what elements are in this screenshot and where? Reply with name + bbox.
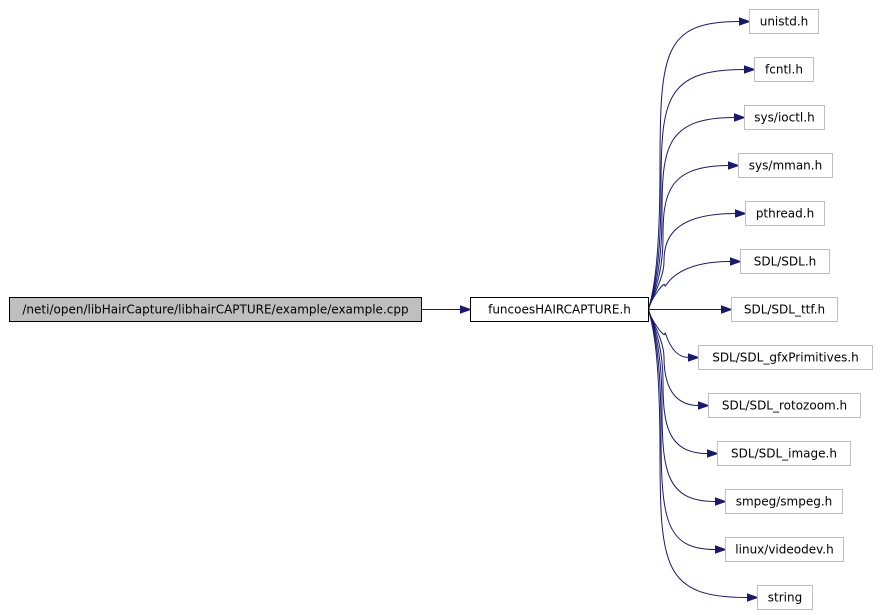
edge-main-to-linux-videodev-h-arrowhead bbox=[715, 545, 728, 554]
nodes-layer: /neti/open/libHairCapture/libhairCAPTURE… bbox=[9, 9, 873, 610]
include-node-sys-ioctl-h-box bbox=[744, 105, 825, 130]
main-header-node-box bbox=[470, 297, 649, 322]
include-node-sys-mman-h-label: sys/mman.h bbox=[749, 159, 822, 173]
main-header-node[interactable]: funcoesHAIRCAPTURE.h bbox=[470, 297, 649, 322]
main-header-node-label: funcoesHAIRCAPTURE.h bbox=[488, 303, 631, 317]
include-node-sdl-sdl-h-box bbox=[740, 249, 830, 274]
edge-root-to-main-arrowhead bbox=[460, 305, 473, 314]
include-node-fcntl-h[interactable]: fcntl.h bbox=[754, 57, 814, 82]
include-node-sdl-sdl-ttf-h-box bbox=[731, 297, 838, 322]
include-node-sdl-sdl-ttf-h[interactable]: SDL/SDL_ttf.h bbox=[731, 297, 838, 322]
include-node-sdl-sdl-rotozoom-h-label: SDL/SDL_rotozoom.h bbox=[722, 399, 847, 413]
edge-main-to-sdl-sdl-image-h bbox=[648, 309, 708, 454]
edge-main-to-pthread-h-arrowhead bbox=[735, 209, 748, 218]
include-node-pthread-h-label: pthread.h bbox=[756, 207, 814, 221]
include-node-fcntl-h-label: fcntl.h bbox=[765, 63, 803, 77]
edge-main-to-sys-mman-h bbox=[648, 165, 729, 310]
edge-main-to-sdl-sdl-h-arrowhead bbox=[730, 257, 743, 266]
include-node-smpeg-smpeg-h-label: smpeg/smpeg.h bbox=[736, 495, 833, 509]
root-file-node-label: /neti/open/libHairCapture/libhairCAPTURE… bbox=[22, 303, 408, 317]
include-node-sys-ioctl-h[interactable]: sys/ioctl.h bbox=[744, 105, 825, 130]
include-node-sdl-sdl-image-h-box bbox=[717, 441, 851, 466]
edge-main-to-string-arrowhead bbox=[747, 593, 760, 602]
edge-main-to-sdl-sdl-ttf-h-arrowhead bbox=[721, 305, 734, 314]
root-file-node[interactable]: /neti/open/libHairCapture/libhairCAPTURE… bbox=[9, 297, 422, 322]
include-node-string-box bbox=[757, 585, 813, 610]
include-node-sdl-sdl-rotozoom-h[interactable]: SDL/SDL_rotozoom.h bbox=[708, 393, 861, 418]
edge-main-to-fcntl-h bbox=[648, 69, 745, 310]
edge-main-to-smpeg-smpeg-h-arrowhead bbox=[715, 497, 728, 506]
include-node-smpeg-smpeg-h-box bbox=[725, 489, 843, 514]
include-node-pthread-h[interactable]: pthread.h bbox=[745, 201, 825, 226]
edge-main-to-smpeg-smpeg-h bbox=[648, 309, 716, 502]
include-node-sys-ioctl-h-label: sys/ioctl.h bbox=[754, 111, 814, 125]
include-node-fcntl-h-box bbox=[754, 57, 814, 82]
include-node-sdl-sdl-gfxprimitives-h[interactable]: SDL/SDL_gfxPrimitives.h bbox=[698, 345, 873, 370]
edge-main-to-sys-ioctl-h bbox=[648, 117, 735, 310]
include-node-sdl-sdl-gfxprimitives-h-label: SDL/SDL_gfxPrimitives.h bbox=[712, 351, 859, 365]
edge-main-to-sdl-sdl-rotozoom-h-arrowhead bbox=[698, 401, 711, 410]
edge-main-to-unistd-h-arrowhead bbox=[739, 17, 752, 26]
include-node-unistd-h-label: unistd.h bbox=[760, 15, 809, 29]
edge-main-to-string bbox=[648, 309, 748, 598]
edge-main-to-sdl-sdl-h bbox=[648, 261, 731, 310]
include-node-sdl-sdl-h-label: SDL/SDL.h bbox=[754, 255, 817, 269]
include-node-linux-videodev-h-box bbox=[725, 537, 844, 562]
edge-main-to-sdl-sdl-gfxprimitives-h-arrowhead bbox=[688, 353, 701, 362]
include-node-linux-videodev-h[interactable]: linux/videodev.h bbox=[725, 537, 844, 562]
edge-main-to-sys-ioctl-h-arrowhead bbox=[734, 113, 747, 122]
edges-layer bbox=[421, 17, 760, 602]
edge-main-to-pthread-h bbox=[648, 213, 736, 310]
root-file-node-box bbox=[9, 297, 422, 322]
include-node-smpeg-smpeg-h[interactable]: smpeg/smpeg.h bbox=[725, 489, 843, 514]
include-node-sdl-sdl-rotozoom-h-box bbox=[708, 393, 861, 418]
include-node-sdl-sdl-image-h-label: SDL/SDL_image.h bbox=[731, 447, 837, 461]
include-node-sdl-sdl-image-h[interactable]: SDL/SDL_image.h bbox=[717, 441, 851, 466]
edge-main-to-sys-mman-h-arrowhead bbox=[728, 161, 741, 170]
include-node-sys-mman-h[interactable]: sys/mman.h bbox=[738, 153, 833, 178]
edge-main-to-sdl-sdl-image-h-arrowhead bbox=[707, 449, 720, 458]
include-node-sdl-sdl-h[interactable]: SDL/SDL.h bbox=[740, 249, 830, 274]
include-node-unistd-h[interactable]: unistd.h bbox=[749, 9, 819, 34]
include-node-string[interactable]: string bbox=[757, 585, 813, 610]
include-node-string-label: string bbox=[768, 591, 802, 605]
include-node-linux-videodev-h-label: linux/videodev.h bbox=[735, 543, 833, 557]
include-node-pthread-h-box bbox=[745, 201, 825, 226]
edge-main-to-fcntl-h-arrowhead bbox=[744, 65, 757, 74]
include-node-sdl-sdl-gfxprimitives-h-box bbox=[698, 345, 873, 370]
include-node-sys-mman-h-box bbox=[738, 153, 833, 178]
include-node-unistd-h-box bbox=[749, 9, 819, 34]
include-node-sdl-sdl-ttf-h-label: SDL/SDL_ttf.h bbox=[744, 303, 825, 317]
